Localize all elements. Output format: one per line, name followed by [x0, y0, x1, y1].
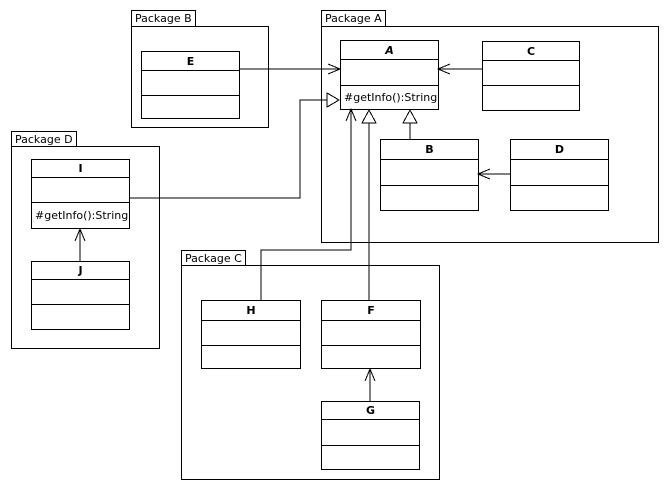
association-j-to-i[interactable] — [74, 227, 86, 261]
class-c-attributes — [483, 60, 579, 85]
class-i[interactable]: I #getInfo():String — [31, 159, 130, 229]
class-e-name: E — [186, 54, 195, 68]
package-d-body[interactable] — [11, 146, 160, 349]
association-c-to-a[interactable] — [436, 63, 482, 75]
package-d-label: Package D — [15, 133, 73, 146]
class-a-attributes — [341, 59, 438, 85]
class-c-methods — [483, 85, 579, 110]
class-e-methods — [142, 95, 239, 118]
class-c[interactable]: C — [482, 41, 580, 111]
class-g-attributes — [322, 419, 419, 445]
generalization-i-to-a[interactable] — [129, 92, 340, 199]
class-f-attributes — [322, 320, 420, 345]
class-i-attributes — [32, 177, 129, 202]
class-f-name: F — [367, 304, 375, 317]
association-e-to-a[interactable] — [240, 63, 342, 75]
class-h-methods — [202, 345, 300, 368]
package-b-body[interactable] — [131, 26, 269, 128]
class-d-methods — [511, 185, 608, 210]
package-a-label: Package A — [325, 12, 382, 25]
generalization-b-to-a[interactable] — [402, 108, 418, 139]
class-h-attributes — [202, 320, 300, 345]
class-d-attributes — [511, 159, 608, 185]
class-f-methods — [322, 345, 420, 368]
class-a-methods: #getInfo():String — [341, 85, 438, 109]
class-j-attributes — [32, 279, 129, 304]
package-c-body[interactable] — [181, 265, 440, 480]
class-b-name: B — [425, 143, 434, 156]
class-b[interactable]: B — [380, 139, 479, 211]
class-a-name: A — [385, 43, 394, 57]
class-i-name: I — [78, 162, 83, 175]
class-h[interactable]: H — [201, 300, 301, 369]
class-b-attributes — [381, 159, 478, 185]
class-e-attributes — [142, 70, 239, 95]
class-j-methods — [32, 304, 129, 329]
class-d[interactable]: D — [510, 139, 609, 211]
class-g[interactable]: G — [321, 401, 420, 470]
class-c-name: C — [526, 44, 536, 58]
generalization-f-to-a[interactable] — [361, 108, 377, 300]
class-j-name: J — [78, 264, 83, 277]
class-b-methods — [381, 185, 478, 210]
package-c-label: Package C — [185, 252, 242, 265]
class-d-name: D — [554, 143, 565, 156]
class-e[interactable]: E — [141, 51, 240, 119]
package-a-body[interactable] — [321, 26, 659, 243]
association-d-to-b[interactable] — [476, 168, 510, 180]
class-j[interactable]: J — [31, 261, 130, 330]
class-g-methods — [322, 445, 419, 469]
package-d-tab[interactable]: Package D — [11, 131, 77, 147]
class-g-name: G — [365, 404, 376, 417]
class-a[interactable]: A #getInfo():String — [340, 40, 439, 110]
class-f[interactable]: F — [321, 300, 421, 369]
association-h-to-a[interactable] — [260, 107, 357, 300]
class-h-name: H — [246, 304, 256, 317]
class-i-methods: #getInfo():String — [32, 202, 129, 228]
package-b-label: Package B — [135, 12, 192, 25]
association-g-to-f[interactable] — [364, 367, 376, 401]
